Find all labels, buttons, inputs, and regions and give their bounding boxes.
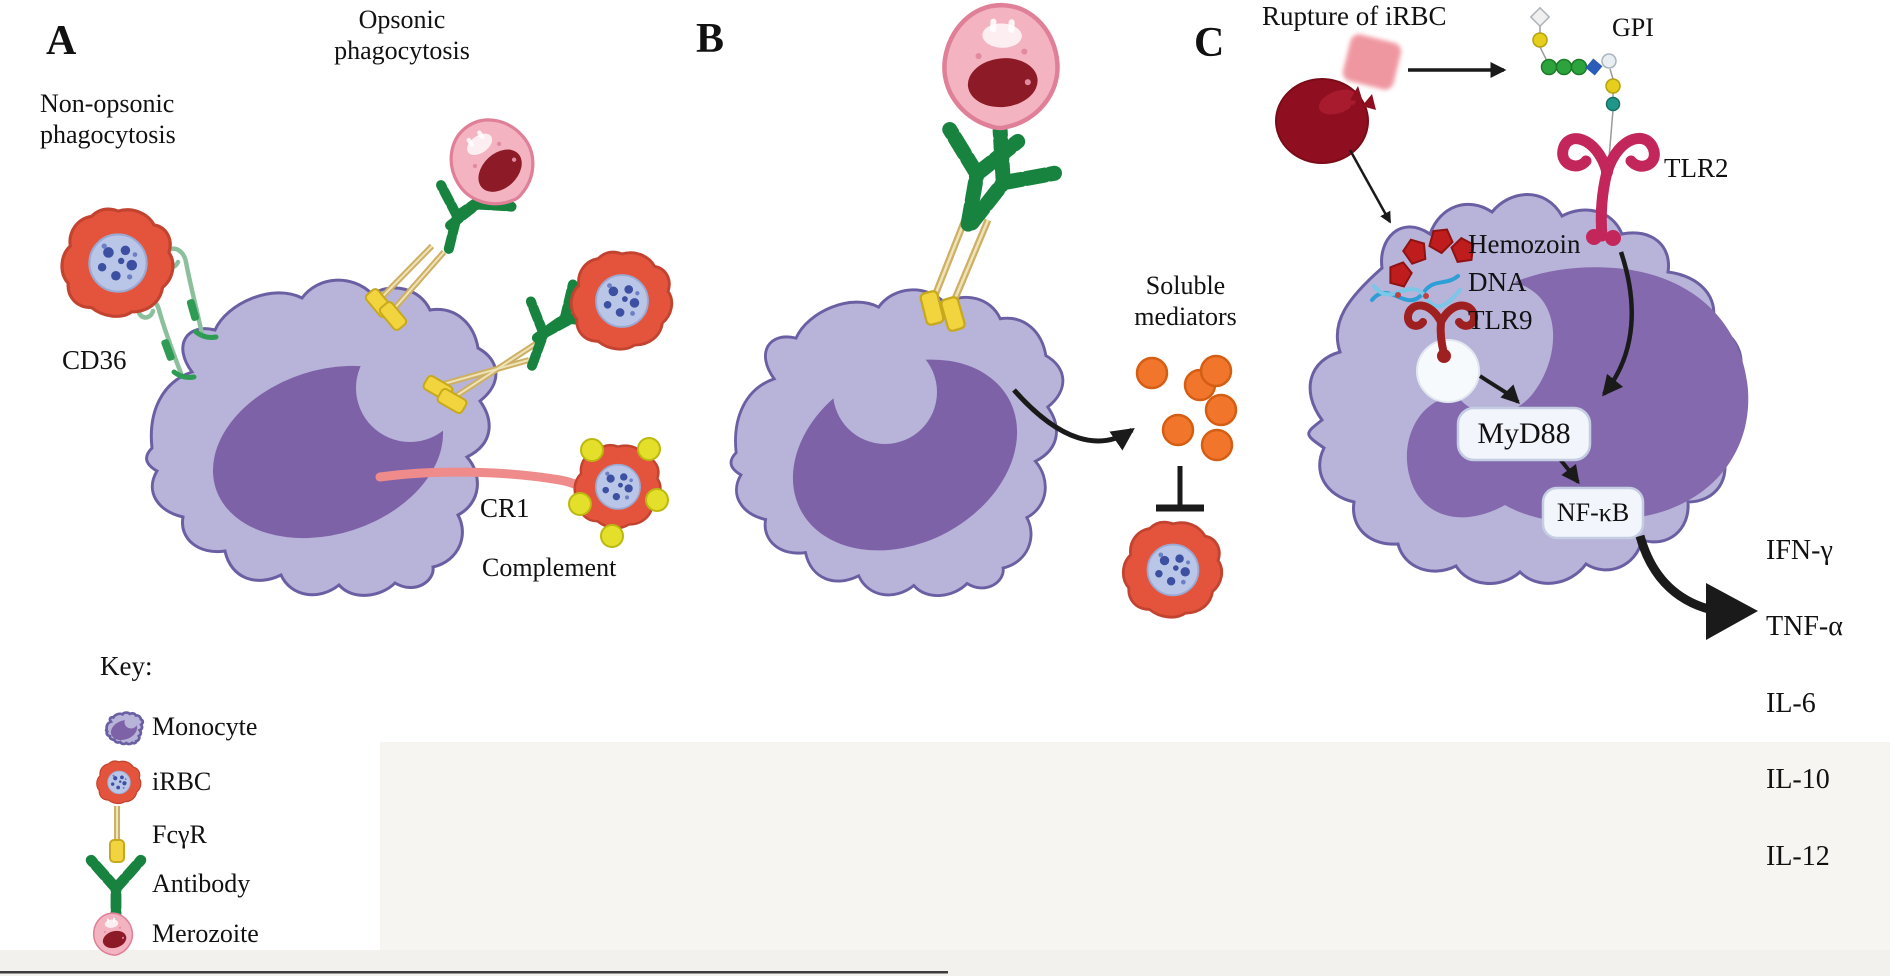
panel-a-illustration <box>60 101 674 597</box>
panel-b-illustration <box>729 3 1238 619</box>
cytokine-il12: IL-12 <box>1766 840 1830 872</box>
non-opsonic-title: Non-opsonic phagocytosis <box>40 89 176 150</box>
inhibition-tbar <box>1156 466 1204 512</box>
panel-b-letter: B <box>696 16 725 62</box>
irbc-opsonized <box>569 250 674 351</box>
gpi-label: GPI <box>1612 13 1654 42</box>
hemozoin-label: Hemozoin <box>1468 229 1581 259</box>
soluble-mediator-dots <box>1135 354 1238 462</box>
irbc-nonopsonic <box>60 207 175 318</box>
monocyte-icon <box>104 711 145 746</box>
page-background-artifacts <box>0 742 1890 976</box>
cytokine-list: IFN-γ TNF-α IL-6 IL-10 IL-12 <box>1766 500 1843 917</box>
panel-a-letter: A <box>46 18 77 64</box>
fc-gamma-receptor-1 <box>363 243 447 333</box>
complement-label: Complement <box>482 553 617 582</box>
opsonic-title: Opsonic phagocytosis <box>334 5 470 66</box>
endosome <box>1416 339 1480 403</box>
dna-icon <box>1370 274 1462 309</box>
rupture-label: Rupture of iRBC <box>1262 1 1447 31</box>
nfkb-label: NF-κB <box>1556 498 1630 528</box>
tlr9-to-myd88-arrow <box>1478 374 1520 404</box>
panel-c-illustration <box>1275 6 1758 640</box>
tlr9-label: TLR9 <box>1468 305 1533 335</box>
tlr2-receptor-icon <box>1557 132 1660 246</box>
cd36-label: CD36 <box>62 345 127 375</box>
gpi-glycan-icon <box>1529 6 1621 159</box>
panel-c-letter: C <box>1194 20 1225 66</box>
monocyte-nucleus-a <box>212 334 464 539</box>
irbc-icon <box>96 760 142 805</box>
tlr2-to-myd88-arrow <box>1602 251 1634 397</box>
nfkb-output-arrow <box>1635 534 1758 640</box>
nfkb-box <box>1541 486 1645 540</box>
tlr2-label: TLR2 <box>1664 153 1729 183</box>
key-label-merozoite: Merozoite <box>152 919 259 948</box>
dna-label: DNA <box>1468 267 1527 297</box>
secretion-arrow <box>1012 388 1135 451</box>
rupture-to-cell-arrow <box>1348 149 1392 224</box>
key-label-monocyte: Monocyte <box>152 712 258 741</box>
cytokine-ifn-gamma: IFN-γ <box>1766 534 1833 566</box>
key-label-irbc: iRBC <box>152 767 212 796</box>
cytokine-il10: IL-10 <box>1766 764 1830 796</box>
irbc-inhibited <box>1121 520 1224 619</box>
ruptured-irbc <box>1275 34 1402 164</box>
tlr9-receptor-icon <box>1404 301 1478 363</box>
myd88-label: MyD88 <box>1477 417 1571 450</box>
key-label-antibody: Antibody <box>152 869 251 898</box>
cytokine-tnf-alpha: TNF-α <box>1766 611 1843 643</box>
key-title: Key: <box>100 651 153 681</box>
key-label-fcgr: FcγR <box>152 820 207 849</box>
myd88-box <box>1456 406 1592 462</box>
key-legend-icons <box>91 711 145 959</box>
complement-dots <box>568 437 669 548</box>
soluble-mediators-label: Soluble mediators <box>1134 271 1237 332</box>
fc-gamma-receptor-2 <box>421 340 539 416</box>
monocyte-nucleus-b <box>792 340 1018 551</box>
cytokine-il6: IL-6 <box>1766 687 1816 719</box>
fc-gamma-receptor-icon <box>109 806 125 863</box>
cr1-label: CR1 <box>480 493 530 523</box>
merozoite-b <box>942 3 1059 130</box>
